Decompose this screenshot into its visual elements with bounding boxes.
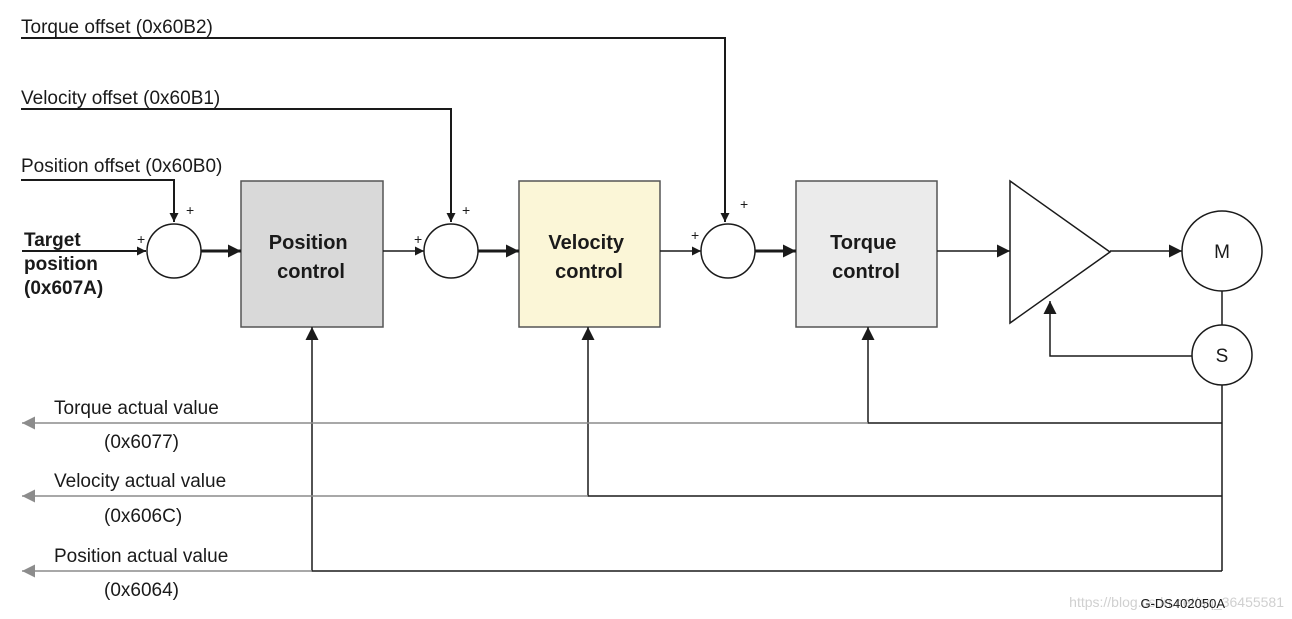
- position-offset-label: Position offset (0x60B0): [21, 156, 222, 177]
- plus-sign: +: [691, 227, 699, 243]
- torque-feedback-line: [861, 327, 1222, 424]
- torque-offset-line: [21, 37, 730, 222]
- plus-sign: +: [462, 202, 470, 218]
- position-actual-label: Position actual value: [54, 546, 228, 567]
- sensor-to-amplifier-feedback: [1043, 301, 1192, 357]
- velocity-control-block: [518, 180, 661, 328]
- torque-actual-label: Torque actual value: [54, 398, 219, 419]
- velocity-actual-code: (0x606C): [104, 506, 182, 527]
- torque-offset-label: Torque offset (0x60B2): [21, 17, 213, 38]
- position-offset-line: [21, 179, 179, 222]
- plus-sign: +: [414, 231, 422, 247]
- target-position-label: Target position (0x607A): [24, 230, 103, 299]
- amplifier-triangle: [1009, 179, 1112, 325]
- motor-label: M: [1214, 242, 1230, 263]
- position-feedback-line: [305, 327, 1222, 572]
- torque-control-block: [795, 180, 938, 328]
- position-sum-junction: [146, 223, 202, 279]
- torque-actual-code: (0x6077): [104, 432, 179, 453]
- torque-sum-junction: [700, 223, 756, 279]
- position-control-label: Position control: [269, 232, 353, 283]
- velocity-offset-line: [21, 108, 456, 222]
- velocity-feedback-line: [581, 327, 1222, 497]
- velocity-control-label: Velocity control: [548, 232, 629, 283]
- sensor-label: S: [1216, 346, 1229, 367]
- plus-sign: +: [740, 196, 748, 212]
- position-actual-code: (0x6064): [104, 580, 179, 601]
- plus-sign: +: [186, 202, 194, 218]
- velocity-offset-label: Velocity offset (0x60B1): [21, 88, 220, 109]
- watermark-text: https://blog.csdn.net/qq_36455581: [1069, 594, 1284, 610]
- velocity-actual-label: Velocity actual value: [54, 471, 226, 492]
- torque-control-label: Torque control: [830, 232, 902, 283]
- plus-sign: +: [137, 231, 145, 247]
- velocity-sum-junction: [423, 223, 479, 279]
- position-control-block: [240, 180, 384, 328]
- figure-code: G-DS402050A: [1140, 596, 1225, 611]
